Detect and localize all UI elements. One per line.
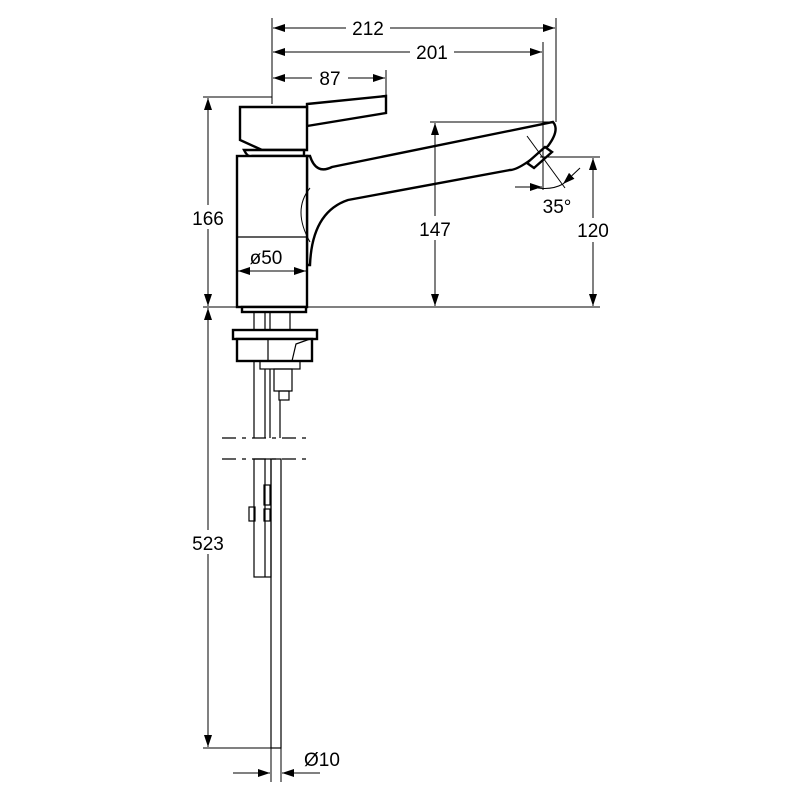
spout (305, 120, 557, 267)
dim-201: 201 (416, 43, 448, 64)
extension-lines (203, 18, 600, 782)
dim-523: 523 (192, 534, 224, 555)
dim-166: 166 (192, 209, 224, 230)
dim-diameter-50: ø50 (250, 248, 283, 269)
handle-cap (238, 105, 309, 152)
dim-147: 147 (419, 220, 451, 241)
hose (270, 458, 282, 749)
dimension-labels: 212 201 87 166 147 120 35° ø50 523 Ø10 (186, 16, 615, 771)
dim-87: 87 (319, 69, 340, 90)
dim-angle-35: 35° (543, 197, 572, 218)
mounting-assembly (222, 305, 319, 749)
dim-diameter-10: Ø10 (304, 750, 340, 771)
faucet-body (235, 154, 309, 309)
faucet-outline (235, 94, 566, 309)
dimension-lines (204, 24, 597, 777)
lever-handle (305, 94, 388, 128)
shank-tube (253, 458, 272, 578)
dim-120: 120 (577, 221, 609, 242)
dim-212: 212 (352, 19, 384, 40)
mounting-nut-flange (231, 328, 319, 341)
